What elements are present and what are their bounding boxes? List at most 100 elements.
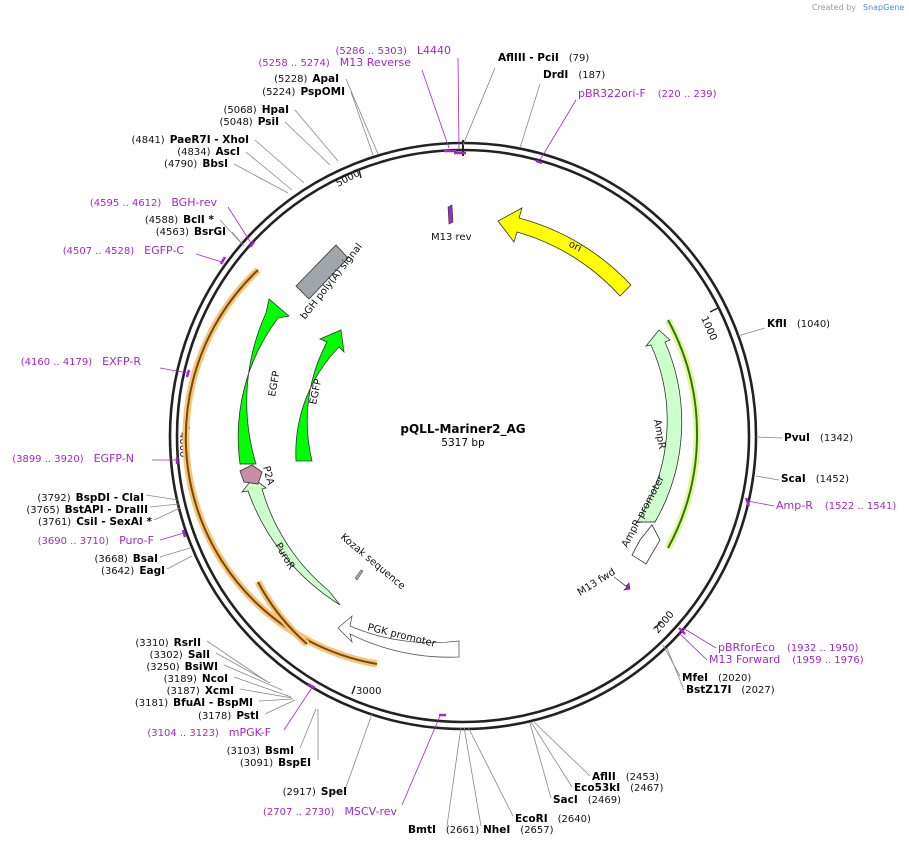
primer-name: pBR322ori-F: [578, 87, 646, 100]
pgk-promoter-arrow[interactable]: [337, 614, 460, 658]
restriction-site-label[interactable]: KflI (1040): [767, 318, 830, 330]
restriction-site-label[interactable]: (2917)SpeI: [283, 786, 347, 798]
primer-range: (4595 .. 4612): [90, 198, 162, 209]
restriction-site-label[interactable]: PvuI(1342): [784, 432, 853, 444]
site-name: SalI: [188, 649, 210, 661]
restriction-site-label[interactable]: (5068)HpaI: [223, 104, 289, 116]
plasmid-name: pQLL-Mariner2_AG: [400, 422, 525, 437]
created-by-text: Created by: [812, 3, 856, 12]
primer-leader-line: [747, 500, 775, 507]
primer-label[interactable]: (3690 .. 3710)Puro-F: [38, 534, 154, 547]
primer-name: EXFP-R: [102, 355, 141, 368]
primer-label[interactable]: (4507 .. 4528)EGFP-C: [63, 244, 185, 257]
restriction-site-label[interactable]: (3250)BsiWI: [146, 661, 218, 673]
site-position: (3792): [37, 493, 70, 504]
restriction-site-label[interactable]: (3189)NcoI: [164, 673, 228, 685]
primer-label[interactable]: (5258 .. 5274)M13 Reverse: [258, 56, 411, 69]
restriction-site-label[interactable]: (3181)BfuAI - BspMI: [135, 697, 253, 709]
ruler-tick-2000: [654, 621, 662, 629]
restriction-site-label[interactable]: BmtI(2661): [408, 824, 479, 836]
site-name: BsmI: [265, 745, 294, 757]
primer-layer: (5286 .. 5303)L4440(5258 .. 5274)M13 Rev…: [12, 44, 896, 818]
egfp-inner-arrow[interactable]: [295, 329, 345, 462]
primer-leader-line: [682, 627, 717, 649]
restriction-site-label[interactable]: (4834)AscI: [177, 146, 240, 158]
restriction-site-label[interactable]: Eco53kI(2467): [574, 782, 663, 794]
restriction-site-label[interactable]: (3761)CsiI - SexAI *: [38, 516, 153, 528]
site-position: (2661): [446, 825, 479, 836]
site-position: (3302): [150, 650, 183, 661]
site-position: (3091): [240, 758, 273, 769]
site-name: AscI: [215, 146, 240, 158]
restriction-site-label[interactable]: (3765)BstAPI - DraIII: [26, 504, 148, 516]
primer-range: (4507 .. 4528): [63, 246, 135, 257]
restriction-site-label[interactable]: (4563)BsrGI: [156, 226, 226, 238]
restriction-site-label[interactable]: (5048)PsiI: [219, 116, 279, 128]
ampr-promoter-arrow[interactable]: [631, 524, 661, 565]
restriction-site-label[interactable]: (3187)XcmI: [167, 685, 234, 697]
site-position: (4563): [156, 227, 189, 238]
restriction-site-label[interactable]: (4790)BbsI: [164, 158, 228, 170]
site-position: (2020): [718, 673, 751, 684]
restriction-site-label[interactable]: (3103)BsmI: [227, 745, 294, 757]
primer-label[interactable]: (4595 .. 4612) BGH-rev: [90, 196, 218, 209]
restriction-site-label[interactable]: (4588)BclI *: [145, 214, 215, 226]
restriction-site-label[interactable]: NheI(2657): [483, 824, 554, 836]
egfp-inner-label: EGFP: [308, 378, 324, 406]
restriction-site-label[interactable]: (3792)BspDI - ClaI: [37, 492, 144, 504]
primer-label[interactable]: M13 Forward(1959 .. 1976): [709, 653, 864, 666]
primer-label[interactable]: pBR322ori-F(220 .. 239): [578, 87, 717, 100]
m13-rev-arrow[interactable]: [447, 204, 454, 225]
primer-label[interactable]: (3104 .. 3123)mPGK-F: [147, 726, 271, 739]
site-leader-line: [231, 231, 245, 247]
restriction-site-label[interactable]: (4841)PaeR7I - XhoI: [131, 134, 249, 146]
site-name: NcoI: [202, 673, 228, 685]
restriction-site-label[interactable]: MfeI(2020): [682, 672, 751, 684]
restriction-site-label[interactable]: AflIII - PciI(79): [498, 52, 589, 64]
primer-label[interactable]: (4160 .. 4179)EXFP-R: [21, 355, 142, 368]
ori-arrow[interactable]: [497, 207, 632, 297]
restriction-site-label[interactable]: (3091)BspEI: [240, 757, 311, 769]
primer-label[interactable]: (5286 .. 5303)L4440: [335, 44, 451, 57]
m13-fwd-arrow[interactable]: [613, 576, 631, 591]
restriction-site-label[interactable]: (3668)BsaI: [94, 553, 158, 565]
restriction-site-label[interactable]: AflII(2453): [592, 771, 659, 783]
restriction-site-label[interactable]: (3642)EagI: [101, 565, 165, 577]
primer-label[interactable]: pBRforEco(1932 .. 1950): [718, 641, 859, 654]
site-leader-line: [530, 721, 573, 788]
p2a-arrow[interactable]: [239, 464, 263, 485]
restriction-site-label[interactable]: (5224)PspOMI: [262, 86, 345, 98]
restriction-site-label[interactable]: (5228)ApaI: [274, 73, 339, 85]
puror-arrow[interactable]: [241, 477, 341, 606]
primer-leader-line: [283, 685, 314, 731]
primer-label[interactable]: (3899 .. 3920) EGFP-N: [12, 452, 134, 465]
site-position: (5224): [262, 87, 295, 98]
primer-range: (1959 .. 1976): [792, 655, 864, 666]
bgh-polya-box[interactable]: [295, 244, 349, 300]
primer-name: EGFP-N: [94, 452, 134, 465]
restriction-site-label[interactable]: (3302) SalI: [150, 649, 210, 661]
restriction-site-label[interactable]: (3310)RsrII: [135, 637, 201, 649]
primer-range: (2707 .. 2730): [263, 807, 335, 818]
primer-label[interactable]: Amp-R(1522 .. 1541): [776, 499, 896, 512]
restriction-site-label[interactable]: (3178)PstI: [198, 710, 259, 722]
primer-label[interactable]: (2707 .. 2730)MSCV-rev: [263, 805, 397, 818]
egfp-outer-arrow[interactable]: [237, 298, 290, 465]
site-position: (1040): [797, 319, 830, 330]
restriction-site-label[interactable]: DrdI(187): [543, 69, 605, 81]
site-leader-line: [529, 722, 552, 799]
egfp-outer-label: EGFP: [267, 370, 282, 397]
restriction-site-label[interactable]: EcoRI(2640): [515, 813, 591, 825]
site-leader-line: [145, 494, 179, 501]
restriction-site-label[interactable]: SacI(2469): [553, 794, 621, 806]
primer-range: (3899 .. 3920): [12, 454, 84, 465]
primer-name: BGH-rev: [171, 196, 217, 209]
site-name: KflI: [767, 318, 787, 330]
site-leader-line: [159, 547, 191, 558]
restriction-site-label[interactable]: BstZ17I(2027): [686, 684, 775, 696]
site-name: CsiI - SexAI *: [76, 516, 152, 528]
site-name: DrdI: [543, 69, 568, 81]
site-position: (3310): [135, 638, 168, 649]
site-name: BclI *: [183, 214, 214, 226]
restriction-site-label[interactable]: ScaI(1452): [781, 473, 849, 485]
